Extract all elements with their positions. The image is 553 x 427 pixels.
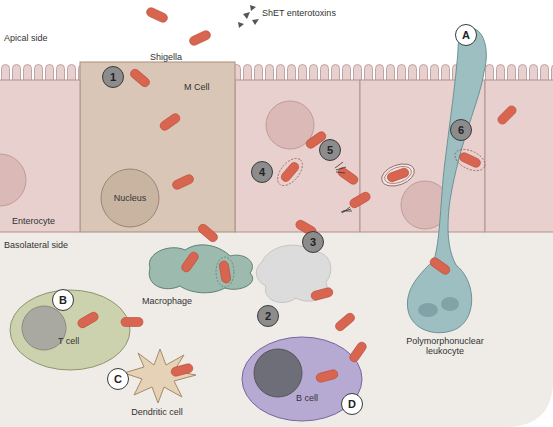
callout-number: 5 [319,139,341,161]
epithelial-cell [235,80,360,232]
cell-outline [0,80,80,232]
shigella-bacterium [310,287,334,301]
shigella-bacterium [496,104,518,126]
shigella-bacterium [315,369,339,383]
shigella-bacterium [458,151,482,168]
cell-label: Nucleus [100,193,160,203]
cell-outline [400,20,490,365]
cell-shape [0,154,26,206]
shigella-bacterium [348,340,368,363]
cell-label: Dendritic cell [112,407,202,417]
cell-shape [101,169,159,227]
neutrophil-cell: Polymorphonuclear leukocyte [400,20,490,365]
shigella-bacterium [76,311,100,330]
shigella-bacterium [428,256,451,276]
toxin-symbol [243,12,250,19]
cell-shape [0,80,80,232]
callout-letter: C [107,368,129,390]
actin-tail [341,207,352,213]
callout-number: 4 [251,161,273,183]
enterocyte-cell: Enterocyte [0,80,80,232]
vacuole [273,154,307,190]
shigella-bacterium [171,173,195,190]
shigella-bacterium [188,29,212,46]
callout-letter: B [52,289,74,311]
toxin-symbol [250,5,256,11]
shigella-bacterium [219,260,232,283]
shigella-bacterium [279,161,300,184]
cell-label: M Cell [184,82,234,92]
side-label: Apical side [4,33,48,43]
cell-label: B cell [296,393,346,403]
shigella-bacterium [334,311,357,332]
shigella-bacterium [170,363,194,377]
shigella-bacterium [348,191,372,210]
shigella-bacterium [386,167,410,183]
callout-number: 3 [302,231,324,253]
double-vacuole [379,160,418,190]
actin-tail [335,162,346,173]
cell-label: Macrophage [142,296,222,306]
lamina-propria [0,215,553,427]
macrophage-cell: Macrophage [140,238,265,310]
vacuole [216,257,234,287]
cell-shape [441,297,459,311]
callout-number: 6 [450,119,472,141]
shigella-bacterium [180,250,200,273]
shigella-bacterium [158,112,181,132]
shigella-bacterium [121,318,143,327]
toxin-symbol [252,19,259,25]
cell-shape [242,337,362,421]
cell-label: Polymorphonuclear leukocyte [400,336,490,356]
toxin-label: ShET enterotoxins [262,8,336,18]
callout-number: 1 [102,66,124,88]
cell-label: Enterocyte [12,216,78,226]
cell-shape [254,349,302,397]
shigella-bacterium [145,6,169,23]
vacuole [452,145,489,175]
cell-shape [418,303,438,317]
callout-letter: D [341,393,363,415]
cell-shape [149,245,252,293]
shigella-bacterium [197,222,220,243]
cell-shape [80,62,235,232]
cell-shape [407,28,486,333]
shigella-bacterium [129,67,152,88]
callout-number: 2 [257,305,279,327]
callout-letter: A [455,24,477,46]
cell-nucleus: Nucleus [100,168,160,228]
cell-label: T cell [58,336,108,346]
toxin-symbol [238,22,244,28]
double-vacuole [382,163,413,187]
side-label: Basolateral side [4,240,68,250]
m-cell: M CellNucleus [80,62,235,232]
cell-shape [10,290,130,370]
epithelial-cell [485,80,553,232]
cell-shape [124,349,196,403]
organism-label: Shigella [150,52,182,62]
